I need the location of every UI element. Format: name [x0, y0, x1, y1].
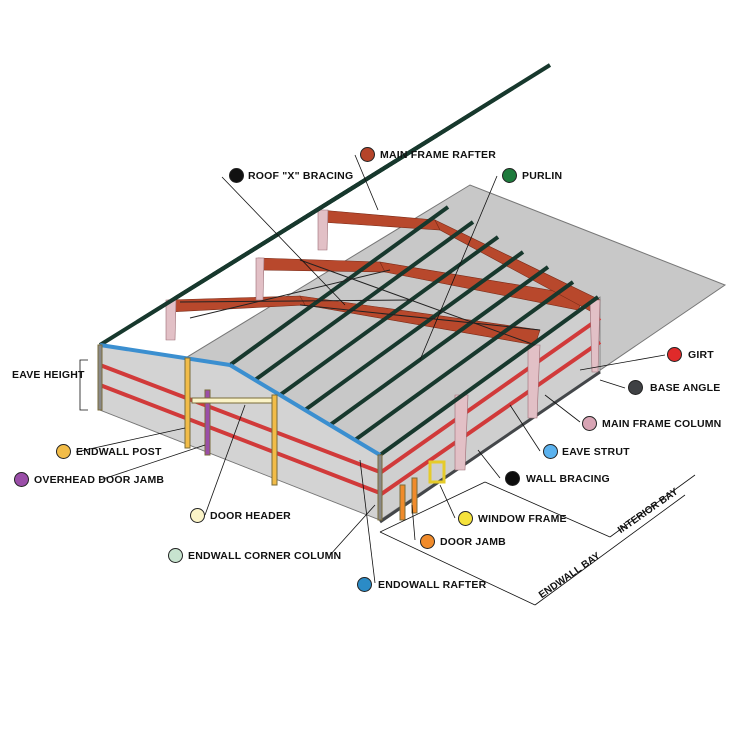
window-frame-label: WINDOW FRAME: [478, 513, 567, 525]
girt-label: GIRT: [688, 349, 714, 361]
eave-strut-dot: [543, 444, 558, 459]
purlin-line: [228, 205, 450, 367]
purlin-line: [328, 265, 550, 427]
sidewall-girts: [378, 316, 602, 497]
endwall-post-label: ENDWALL POST: [76, 446, 162, 458]
endwall-corner-column-label: ENDWALL CORNER COLUMN: [188, 550, 342, 562]
endwall-corner-column-dot: [168, 548, 183, 563]
door-header-dot: [190, 508, 205, 523]
roof-x-bracing: [179, 259, 541, 346]
purlin-dot: [502, 168, 517, 183]
base-angle-dot: [628, 380, 643, 395]
wall-bracing-label: WALL BRACING: [526, 473, 610, 485]
door-jamb-label: DOOR JAMB: [440, 536, 506, 548]
purlin-line: [303, 250, 525, 412]
purlin-label: PURLIN: [522, 170, 563, 182]
eave-struts: [99, 343, 382, 457]
sidewall-openings: [399, 460, 446, 521]
main-frame-rafter-dot: [360, 147, 375, 162]
main-frame-column-dot: [582, 416, 597, 431]
main-frame-column-label: MAIN FRAME COLUMN: [602, 418, 722, 430]
roof-x-bracing-label: ROOF "X" BRACING: [248, 170, 354, 182]
purlin-line: [353, 280, 575, 442]
wall-bracing-dot: [505, 471, 520, 486]
purlins: [98, 63, 600, 457]
window-frame-dot: [458, 511, 473, 526]
base-angle-label: BASE ANGLE: [650, 382, 721, 394]
main-frame-columns: [165, 209, 601, 471]
door-header-label: DOOR HEADER: [210, 510, 291, 522]
girt-dot: [667, 347, 682, 362]
purlin-line: [278, 235, 500, 397]
endowall-rafter-dot: [357, 577, 372, 592]
endwall-post-dot: [56, 444, 71, 459]
overhead-door-jamb-dot: [14, 472, 29, 487]
leader-lines: [75, 154, 696, 606]
eave-height-label: EAVE HEIGHT: [12, 369, 85, 381]
purlin-line: [253, 220, 475, 382]
roof-x-bracing-dot: [229, 168, 244, 183]
eave-strut-label: EAVE STRUT: [562, 446, 630, 458]
purlin-line: [378, 295, 600, 457]
endowall-rafter-label: ENDOWALL RAFTER: [378, 579, 487, 591]
endwall-framing: [97, 344, 383, 521]
main-frame-rafter-label: MAIN FRAME RAFTER: [380, 149, 496, 161]
door-jamb-dot: [420, 534, 435, 549]
overhead-door-jamb-label: OVERHEAD DOOR JAMB: [34, 474, 165, 486]
purlin-line: [323, 63, 552, 207]
